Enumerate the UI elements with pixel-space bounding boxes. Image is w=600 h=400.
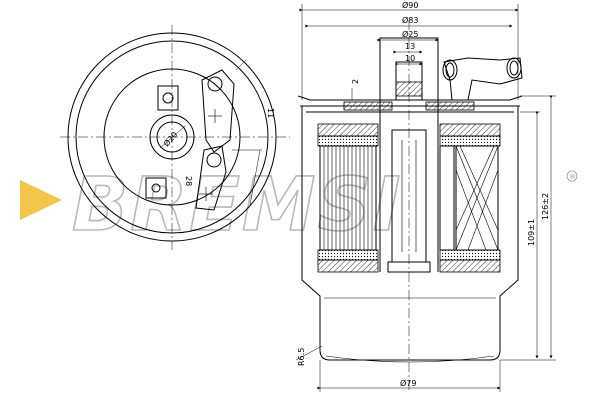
registered-mark-icon bbox=[566, 170, 578, 182]
registered-mark: ® bbox=[569, 173, 576, 181]
housing-outline bbox=[301, 106, 519, 361]
bore-diameter-label: Ø20 bbox=[161, 129, 179, 148]
center-tube bbox=[379, 37, 439, 273]
upper-mount-plate bbox=[157, 85, 179, 111]
bracket-arm-upper bbox=[201, 69, 235, 153]
top-view: Ø20 11 28 bbox=[60, 25, 290, 250]
body-height-label: 109±1 bbox=[527, 219, 536, 246]
filter-media-left bbox=[319, 145, 377, 251]
inlet-width-label: 10 bbox=[405, 54, 415, 63]
elbow-outlet bbox=[442, 57, 523, 101]
right-lower-seal bbox=[439, 259, 501, 273]
outer-diameter-label: Ø90 bbox=[402, 0, 418, 10]
brand-watermark: BREMSI ® bbox=[20, 161, 578, 249]
bracket-arm-lower bbox=[195, 145, 227, 211]
neck-diameter-label: Ø25 bbox=[402, 29, 418, 39]
overall-height-label: 126±2 bbox=[541, 193, 550, 220]
left-upper-seal bbox=[317, 123, 379, 137]
section-view: Ø90 Ø83 Ø25 13 10 2 Ø79 R6.5 126±2 109±1 bbox=[295, 0, 556, 392]
filter-media-right bbox=[439, 145, 499, 251]
pin-spacing-label: 28 bbox=[184, 176, 193, 186]
watermark-brand-text: BREMSI bbox=[72, 162, 402, 248]
bead-label: 2 bbox=[351, 79, 360, 84]
top-rim bbox=[297, 95, 523, 101]
body-diameter-label: Ø83 bbox=[402, 15, 418, 25]
offset-label: 11 bbox=[266, 108, 275, 118]
lower-mount-plate bbox=[145, 177, 167, 199]
outlet-width-label: 13 bbox=[405, 42, 415, 51]
left-lower-seal bbox=[317, 259, 379, 273]
bottom-diameter-label: Ø79 bbox=[400, 378, 416, 388]
watermark-triangle-icon bbox=[20, 180, 62, 220]
bottom-radius-label: R6.5 bbox=[297, 348, 306, 366]
right-upper-seal bbox=[439, 123, 501, 137]
